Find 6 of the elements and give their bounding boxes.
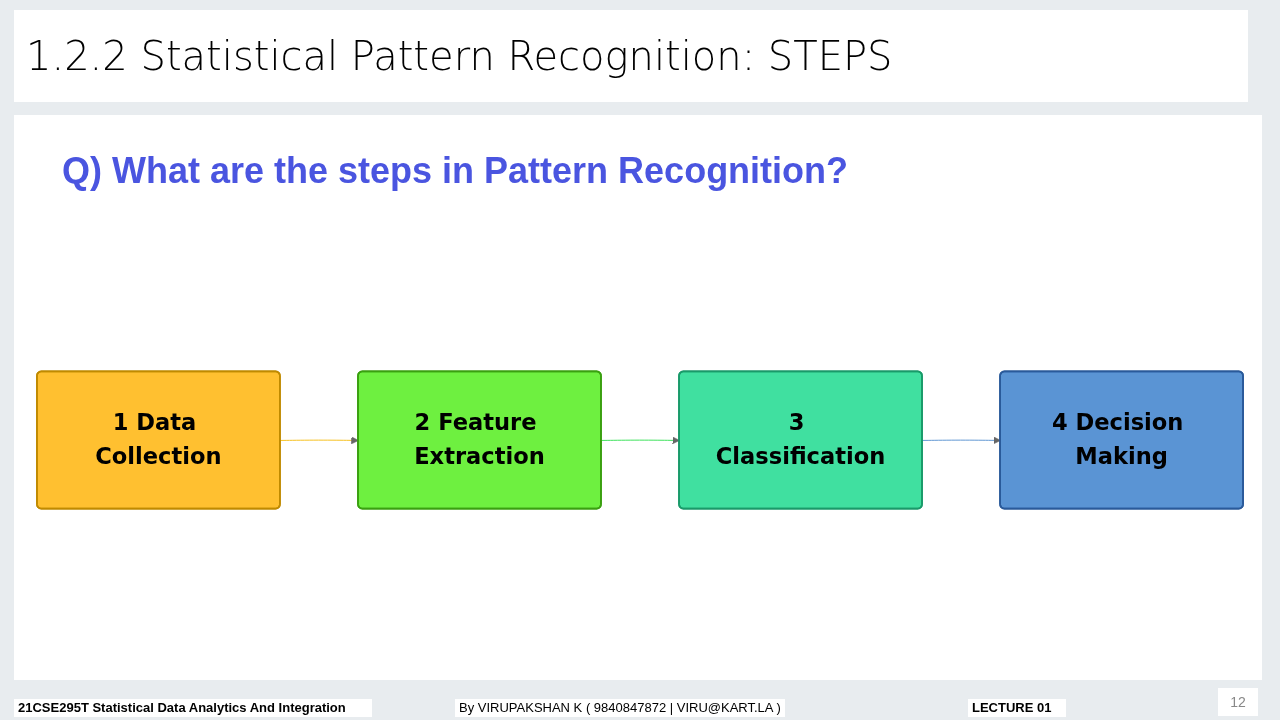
page-number: 12 <box>1218 688 1258 716</box>
question-heading: Q) What are the steps in Pattern Recognition? <box>62 150 849 192</box>
course-footer: 21CSE295T Statistical Data Analytics And Integration <box>14 699 372 717</box>
slide-title: 1.2.2 Statistical Pattern Recognition: STEPS <box>14 10 1248 102</box>
lecture-footer: LECTURE 01 <box>968 699 1066 717</box>
author-footer: By VIRUPAKSHAN K ( 9840847872 | VIRU@KART.LA ) <box>455 699 785 717</box>
